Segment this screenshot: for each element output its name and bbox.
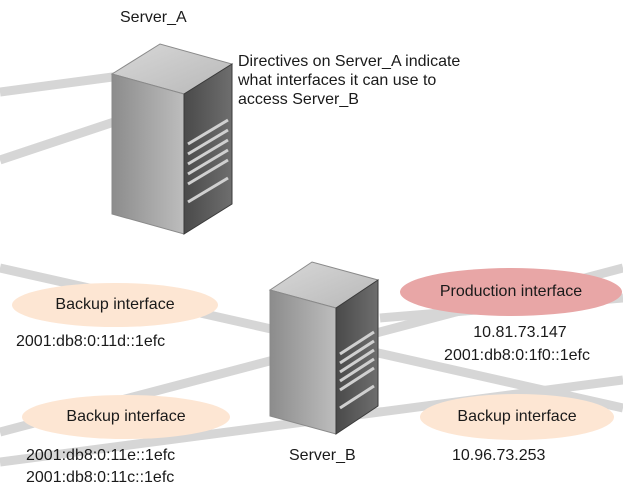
production-address: 2001:db8:0:1f0::1efc bbox=[444, 347, 590, 364]
note-line: Directives on Server_A indicate bbox=[238, 53, 461, 70]
backup-address: 2001:db8:0:11c::1efc bbox=[26, 469, 175, 486]
backup-address: 10.96.73.253 bbox=[452, 447, 546, 464]
server-a-label: Server_A bbox=[120, 9, 187, 26]
server-a-network-lines bbox=[0, 71, 122, 165]
note-line: access Server_B bbox=[238, 91, 359, 108]
production-interface-pill: Production interface bbox=[400, 268, 622, 316]
backup-interface-pill: Backup interface bbox=[22, 395, 230, 439]
server-b-label: Server_B bbox=[289, 447, 356, 464]
backup-address: 2001:db8:0:11e::1efc bbox=[26, 447, 176, 464]
backup-interface-pill: Backup interface bbox=[420, 394, 614, 440]
server-b-icon bbox=[268, 261, 380, 435]
note-line: what interfaces it can use to bbox=[238, 72, 437, 89]
backup-address: 2001:db8:0:11d::1efc bbox=[16, 333, 166, 350]
server-a-icon bbox=[110, 43, 234, 235]
directive-note: Directives on Server_A indicate what int… bbox=[238, 52, 460, 109]
production-address: 10.81.73.147 bbox=[473, 324, 567, 341]
backup-interface-pill: Backup interface bbox=[12, 283, 218, 327]
